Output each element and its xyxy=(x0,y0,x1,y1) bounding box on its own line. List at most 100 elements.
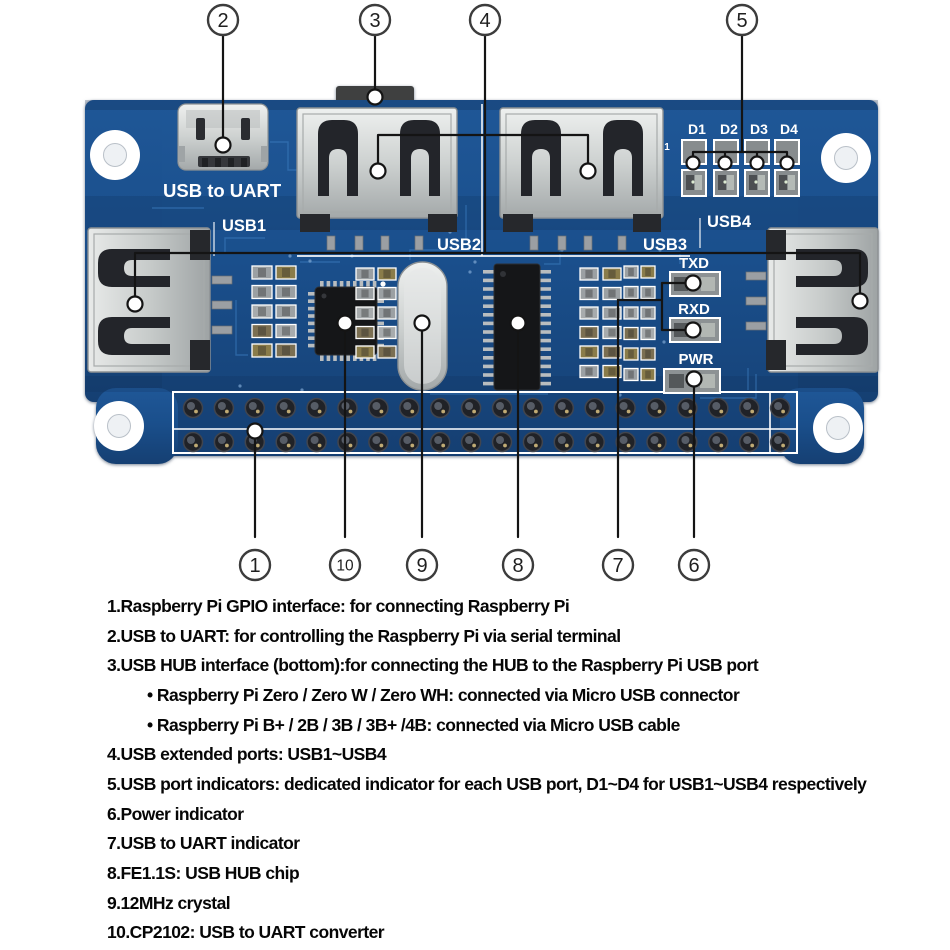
callout-number: 2 xyxy=(217,10,228,32)
gpio-pin xyxy=(491,431,513,453)
micro-usb-slot xyxy=(196,118,205,140)
usb1-port xyxy=(87,227,233,373)
gpio-pin xyxy=(337,431,358,453)
callout-marker-6: 6 xyxy=(677,548,711,582)
callout-marker-2: 2 xyxy=(206,3,240,37)
passive-components xyxy=(251,265,656,382)
mounting-hole xyxy=(90,130,140,180)
passive-component xyxy=(355,325,375,340)
legend-item-4: • Raspberry Pi Zero / Zero W / Zero WH: … xyxy=(147,684,740,705)
callout-marker-1: 1 xyxy=(238,548,272,582)
callout-marker-7: 7 xyxy=(601,548,635,582)
gpio-pin xyxy=(615,397,636,419)
passive-component xyxy=(623,326,639,341)
micro-usb-slot xyxy=(241,118,250,140)
usb-contact xyxy=(796,317,868,355)
passive-component xyxy=(623,367,639,382)
passive-component xyxy=(640,285,656,300)
passive-component xyxy=(579,286,599,301)
passive-component xyxy=(251,343,273,358)
passive-component xyxy=(355,306,375,320)
passive-component xyxy=(275,343,297,358)
passive-component xyxy=(579,364,599,379)
gpio-pin xyxy=(275,397,296,419)
board-silkscreen-labels: USB to UART USB1 USB2 USB3 USB4 D1 D2 D3… xyxy=(163,121,798,368)
gpio-pin xyxy=(615,431,636,453)
gpio-pin xyxy=(646,431,667,453)
passive-component xyxy=(251,284,273,300)
callout-number: 9 xyxy=(416,555,427,577)
callout-endpoints xyxy=(126,88,869,440)
passive-component xyxy=(355,286,375,301)
passive-component xyxy=(251,323,273,339)
passive-component xyxy=(579,345,599,359)
gpio-pin xyxy=(522,397,544,419)
passive-component xyxy=(623,285,639,300)
passive-component xyxy=(377,286,397,301)
usb-contact xyxy=(318,120,358,196)
mounting-hole xyxy=(94,401,144,451)
gpio-pin xyxy=(399,431,420,453)
callout-line-5 xyxy=(691,33,789,160)
gpio-pin xyxy=(553,397,575,419)
passive-component xyxy=(602,267,622,281)
passive-component xyxy=(602,364,622,379)
legend-item-12: 10.CP2102: USB to UART converter xyxy=(107,922,385,943)
gpio-pin xyxy=(708,397,729,419)
gpio-pin xyxy=(306,431,327,453)
passive-component xyxy=(602,306,622,320)
gpio-pin xyxy=(738,431,760,453)
gpio-pin xyxy=(399,397,420,419)
mounting-hole xyxy=(821,133,871,183)
passive-component xyxy=(623,306,639,320)
usb2-label: USB2 xyxy=(437,236,481,254)
callout-number: 1 xyxy=(249,555,260,577)
legend-item-1: 1.Raspberry Pi GPIO interface: for conne… xyxy=(107,596,570,616)
legend-item-11: 9.12MHz crystal xyxy=(107,892,231,913)
passive-component xyxy=(640,326,656,341)
legend-list: 1.Raspberry Pi GPIO interface: for conne… xyxy=(107,592,942,948)
passive-component xyxy=(640,347,656,361)
passive-component xyxy=(275,265,297,280)
callout-number: 8 xyxy=(512,555,523,577)
gpio-pin xyxy=(429,431,451,453)
passive-component xyxy=(275,284,297,300)
callout-marker-8: 8 xyxy=(501,548,535,582)
legend-item-6: 4.USB extended ports: USB1~USB4 xyxy=(107,744,387,765)
rxd-label: RXD xyxy=(678,301,710,318)
callout-number: 4 xyxy=(479,10,490,32)
pcb-vias xyxy=(238,230,666,397)
callout-line-4 xyxy=(133,33,862,299)
legend-item-5: • Raspberry Pi B+ / 2B / 3B / 3B+ /4B: c… xyxy=(147,714,680,735)
passive-component xyxy=(275,323,297,339)
led-pin1-mark: 1 xyxy=(664,142,670,153)
passive-component xyxy=(640,306,656,320)
d4-label: D4 xyxy=(780,121,798,137)
gpio-pin xyxy=(182,397,204,419)
gpio-pin xyxy=(460,397,482,419)
gpio-pin xyxy=(275,431,296,453)
passive-component xyxy=(640,265,656,279)
usb1-label: USB1 xyxy=(222,217,266,235)
usb-contact xyxy=(521,120,561,196)
passive-component xyxy=(275,304,297,319)
legend-item-3: 3.USB HUB interface (bottom):for connect… xyxy=(107,655,759,676)
passive-component xyxy=(377,267,397,281)
callout-marker-9: 9 xyxy=(405,548,439,582)
gpio-pin xyxy=(460,431,482,453)
gpio-pin xyxy=(769,431,791,453)
passive-component xyxy=(602,325,622,340)
d1-label: D1 xyxy=(688,121,706,137)
gpio-pin xyxy=(522,431,544,453)
passive-component xyxy=(602,345,622,359)
legend-item-2: 2.USB to UART: for controlling the Raspb… xyxy=(107,625,621,646)
gpio-pin xyxy=(213,431,235,453)
gpio-pin xyxy=(368,431,389,453)
gpio-pin xyxy=(182,431,204,453)
gpio-pin xyxy=(584,431,605,453)
gpio-pin xyxy=(708,431,729,453)
usb4-port xyxy=(745,227,879,373)
gpio-pin xyxy=(213,397,235,419)
